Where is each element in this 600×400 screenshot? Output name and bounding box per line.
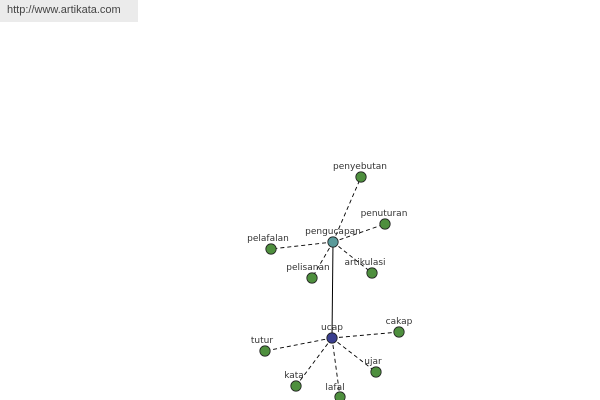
- node-pelisanan[interactable]: [306, 272, 318, 284]
- node-pelafalan[interactable]: [265, 243, 277, 255]
- node-label-tutur[interactable]: tutur: [251, 336, 273, 346]
- node-penyebutan[interactable]: [355, 171, 367, 183]
- edge-pengucapan-artikulasi: [332, 241, 373, 274]
- node-tutur[interactable]: [259, 345, 271, 357]
- edge-ucap-cakap: [331, 331, 400, 339]
- node-penuturan[interactable]: [379, 218, 391, 230]
- edge-pengucapan-penyebutan: [332, 176, 362, 243]
- node-lafal[interactable]: [334, 391, 346, 400]
- node-kata[interactable]: [290, 380, 302, 392]
- node-label-penuturan[interactable]: penuturan: [361, 209, 408, 219]
- node-label-pelafalan[interactable]: pelafalan: [247, 234, 289, 244]
- node-ujar[interactable]: [370, 366, 382, 378]
- edge-ucap-lafal: [331, 337, 341, 398]
- node-label-ucap[interactable]: ucap: [321, 323, 343, 333]
- node-artikulasi[interactable]: [366, 267, 378, 279]
- source-url-link[interactable]: http://www.artikata.com: [0, 0, 138, 22]
- edge-ucap-tutur: [264, 337, 333, 352]
- node-cakap[interactable]: [393, 326, 405, 338]
- node-label-kata[interactable]: kata: [284, 371, 304, 381]
- node-label-pengucapan[interactable]: pengucapan: [305, 227, 361, 237]
- edge-ucap-pengucapan: [331, 241, 334, 339]
- node-ucap[interactable]: [326, 332, 338, 344]
- labels-layer: ucap pengucapan penyebutan penuturan pelafal…: [247, 162, 412, 393]
- edges-layer: [264, 176, 400, 398]
- edge-ucap-kata: [295, 337, 333, 387]
- node-label-penyebutan[interactable]: penyebutan: [333, 162, 387, 172]
- node-label-cakap[interactable]: cakap: [386, 317, 413, 327]
- node-pengucapan[interactable]: [327, 236, 339, 248]
- node-label-lafal[interactable]: lafal: [325, 383, 344, 393]
- edge-ucap-ujar: [331, 337, 377, 373]
- edge-pengucapan-penuturan: [332, 223, 386, 243]
- node-label-pelisanan[interactable]: pelisanan: [286, 263, 329, 273]
- edge-pengucapan-pelafalan: [270, 241, 334, 250]
- nodes-layer: [259, 171, 405, 400]
- node-label-artikulasi[interactable]: artikulasi: [344, 258, 385, 268]
- node-label-ujar[interactable]: ujar: [364, 357, 382, 367]
